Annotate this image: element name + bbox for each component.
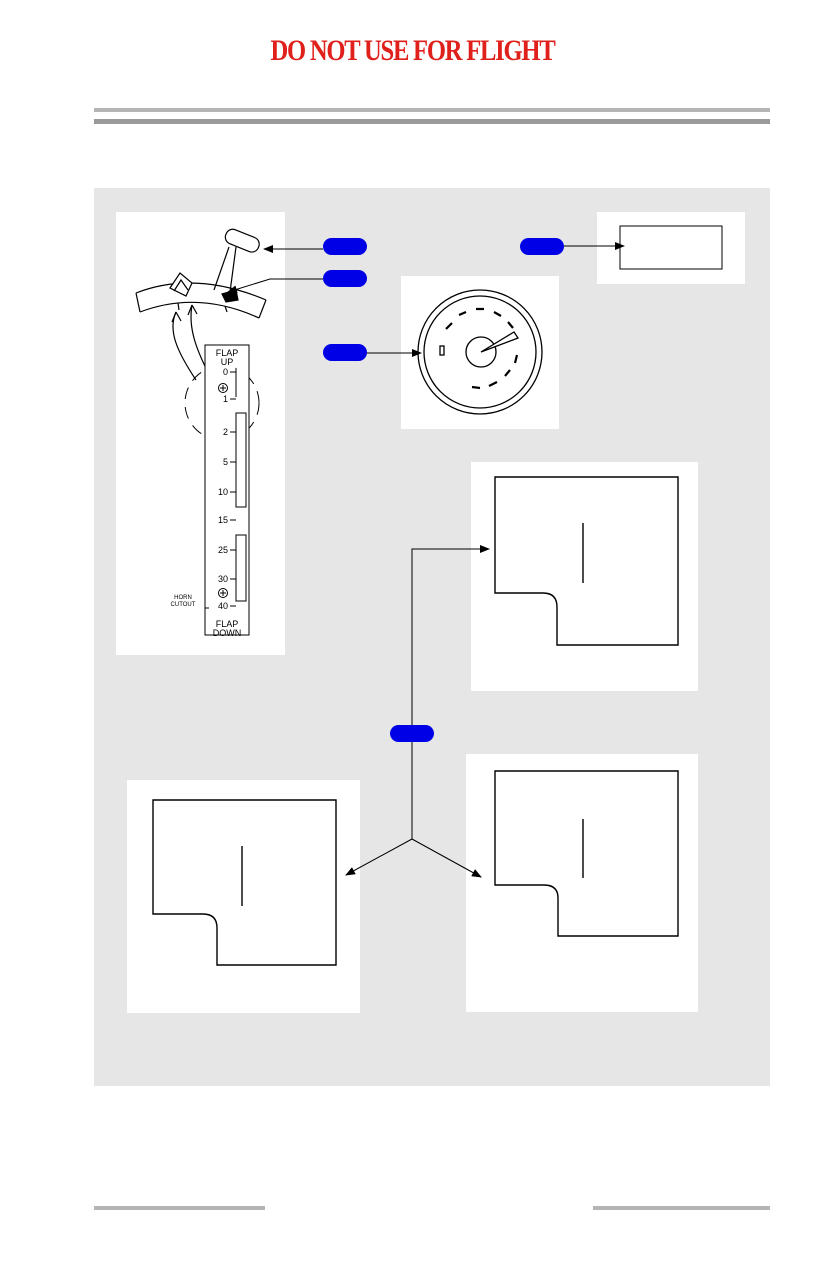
- flap-up-label-2: UP: [220, 357, 234, 367]
- lever-quadrant-top-edge: [135, 282, 267, 301]
- callout-knob: [323, 270, 367, 287]
- flap-down-label-2: DOWN: [212, 628, 242, 638]
- connector-left-wing: [345, 838, 413, 876]
- detent-15: 15: [217, 515, 228, 525]
- gauge-tick: [439, 345, 445, 356]
- footer-rule-right: [593, 1206, 770, 1210]
- lever-shaft-right: [229, 246, 237, 293]
- flap-position-scale: [204, 344, 250, 636]
- detent-0: 0: [222, 367, 228, 377]
- detent-1: 1: [222, 394, 228, 404]
- wing-outline-top-right: [494, 476, 679, 646]
- header-rule-thin: [94, 108, 770, 112]
- connector-top-wing: [411, 545, 490, 725]
- detent-25: 25: [217, 545, 228, 555]
- wing-outline-bottom-left: [152, 799, 337, 966]
- do-not-use-banner: DO NOT USE FOR FLIGHT: [270, 34, 555, 67]
- connector-knob: [227, 278, 323, 294]
- footer-rule-left: [94, 1206, 265, 1210]
- lever-shaft-left: [213, 246, 230, 291]
- callout-flaps: [390, 725, 434, 742]
- connector-lines: [227, 242, 625, 878]
- gauge-hub: [465, 336, 497, 368]
- detent-2: 2: [222, 427, 228, 437]
- callout-indicator-box: [520, 238, 564, 255]
- detent-5: 5: [222, 457, 228, 467]
- connector-right-wing: [411, 838, 482, 878]
- flap-up-label-1: FLAP: [215, 348, 239, 358]
- wing-panel-bottom-left: [127, 780, 360, 1013]
- flap-lever-illustration: [135, 228, 267, 381]
- lever-gate-block: [169, 272, 193, 297]
- flap-gate-2-icon: [218, 588, 228, 598]
- gauge-needle: [480, 331, 519, 353]
- horn-cutout-label-1: HORN: [174, 595, 192, 601]
- detail-circle: [184, 365, 260, 441]
- wing-panel-bottom-right: [466, 754, 698, 1012]
- indicator-box: [619, 225, 723, 270]
- flap-lever-handle: [224, 228, 260, 253]
- detent-40: 40: [217, 601, 228, 611]
- detent-10: 10: [217, 487, 228, 497]
- header-rule-thick: [94, 119, 770, 124]
- callout-handle: [323, 238, 367, 255]
- callout-gauge: [323, 344, 367, 361]
- horn-cutout-label-2: CUTOUT: [170, 602, 196, 608]
- wing-panel-top-right: [471, 462, 698, 691]
- detent-30: 30: [217, 574, 228, 584]
- flap-gauge-panel: [401, 276, 559, 429]
- lever-quadrant-bottom-edge: [139, 301, 260, 319]
- flap-gate-1-icon: [218, 383, 228, 393]
- flap-scale-frame: [204, 344, 250, 636]
- flap-down-label-1: FLAP: [215, 619, 239, 629]
- wing-outline-bottom-right: [494, 770, 679, 937]
